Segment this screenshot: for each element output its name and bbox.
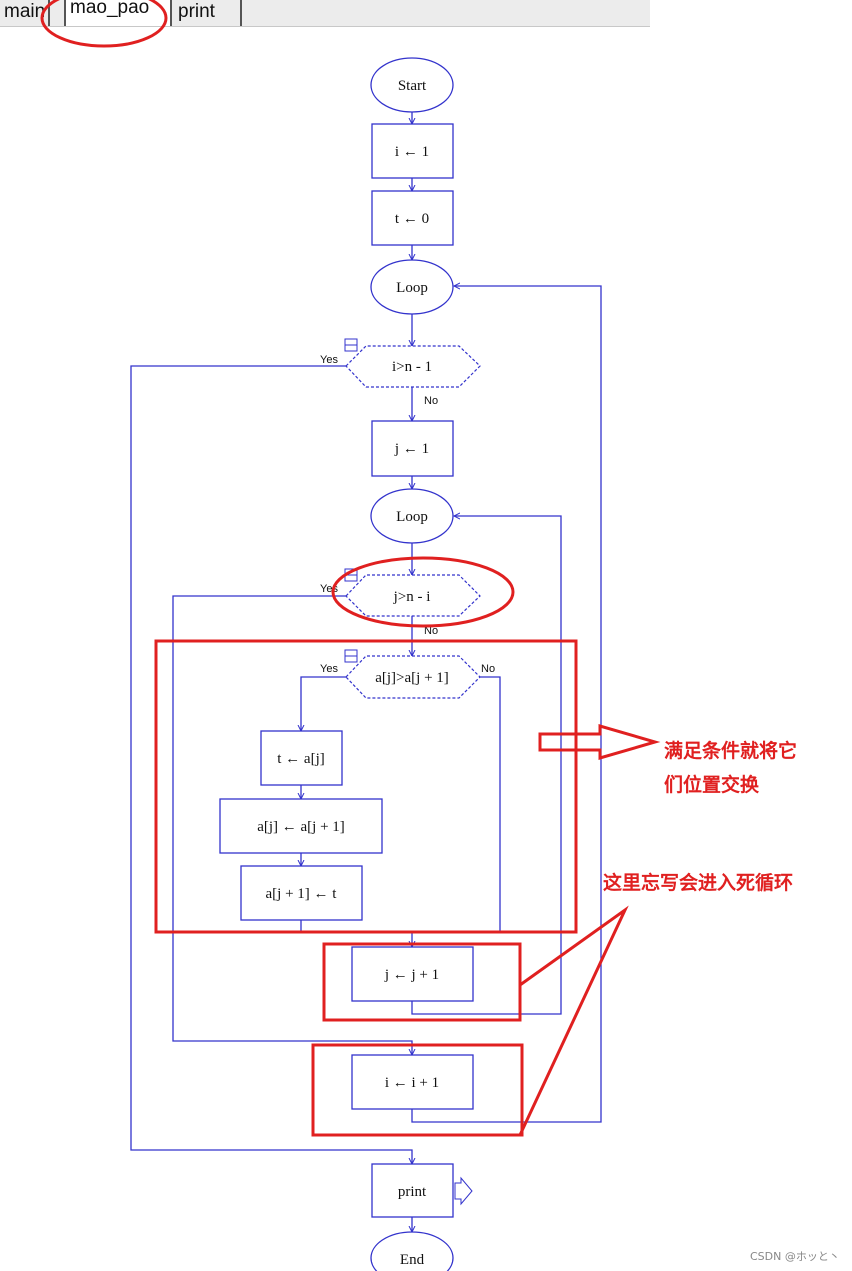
pointer-lines	[518, 905, 629, 1136]
tab-main[interactable]: main	[0, 0, 50, 26]
assign-swap-1[interactable]: t ← a[j]	[260, 730, 343, 786]
i-increment-highlight-box	[311, 1043, 524, 1137]
tab-highlight-circle	[40, 0, 168, 48]
yes-label: Yes	[320, 354, 338, 366]
swap-note-line-2: 们位置交换	[664, 773, 760, 796]
condition-highlight-circle	[331, 556, 515, 628]
swap-note-line-1: 满足条件就将它	[664, 739, 797, 762]
call-print-label: print	[398, 1184, 427, 1200]
end-label: End	[400, 1252, 425, 1268]
tab-print[interactable]: print	[174, 0, 242, 26]
condition-outer-label: i>n - 1	[392, 359, 432, 375]
call-arrow-icon	[454, 1176, 473, 1206]
no-label: No	[481, 663, 495, 675]
call-print-node[interactable]: print	[371, 1163, 473, 1218]
loop-note: 这里忘写会进入死循环	[603, 871, 793, 894]
assign-swap-3[interactable]: a[j + 1] ← t	[240, 865, 363, 921]
hollow-arrow-icon	[538, 724, 661, 760]
tab-bar: main mao_pao print	[0, 0, 650, 27]
watermark: CSDN @ホッと丶	[750, 1250, 840, 1263]
assign-swap-1-label: t ← a[j]	[277, 751, 324, 767]
condition-inner[interactable]: j>n - i Yes No	[320, 568, 481, 637]
assign-j-increment-label: j ← j + 1	[384, 967, 439, 983]
assign-swap-3-label: a[j + 1] ← t	[266, 886, 338, 902]
annotations	[40, 0, 661, 1137]
assign-swap-2[interactable]: a[j] ← a[j + 1]	[219, 798, 383, 854]
start-label: Start	[398, 78, 427, 94]
assign-swap-2-label: a[j] ← a[j + 1]	[257, 819, 345, 835]
loop-inner-node[interactable]: Loop	[370, 488, 454, 544]
no-label: No	[424, 625, 438, 637]
loop-inner-label: Loop	[396, 509, 428, 525]
swap-highlight-box	[154, 639, 578, 934]
end-node[interactable]: End	[370, 1231, 454, 1271]
no-label: No	[424, 395, 438, 407]
loop-outer-node[interactable]: Loop	[370, 259, 454, 315]
condition-compare-label: a[j]>a[j + 1]	[375, 670, 449, 686]
assign-i-init[interactable]: i ← 1	[371, 123, 454, 179]
assign-t-init[interactable]: t ← 0	[371, 190, 454, 246]
yes-label: Yes	[320, 663, 338, 675]
loop-outer-label: Loop	[396, 280, 428, 296]
tab-mao-pao[interactable]: mao_pao	[64, 0, 172, 26]
assign-i-increment-label: i ← i + 1	[385, 1075, 439, 1091]
assign-i-increment[interactable]: i ← i + 1	[351, 1054, 474, 1110]
assign-t-init-label: t ← 0	[395, 211, 429, 227]
start-node[interactable]: Start	[370, 57, 454, 113]
assign-j-increment[interactable]: j ← j + 1	[351, 946, 474, 1002]
condition-outer[interactable]: i>n - 1 Yes No	[320, 338, 481, 407]
assign-j-init[interactable]: j ← 1	[371, 420, 454, 477]
assign-j-init-label: j ← 1	[394, 441, 429, 457]
j-increment-highlight-box	[322, 942, 522, 1022]
condition-inner-label: j>n - i	[393, 589, 431, 605]
assign-i-init-label: i ← 1	[395, 144, 429, 160]
condition-compare[interactable]: a[j]>a[j + 1] Yes No	[320, 649, 495, 699]
